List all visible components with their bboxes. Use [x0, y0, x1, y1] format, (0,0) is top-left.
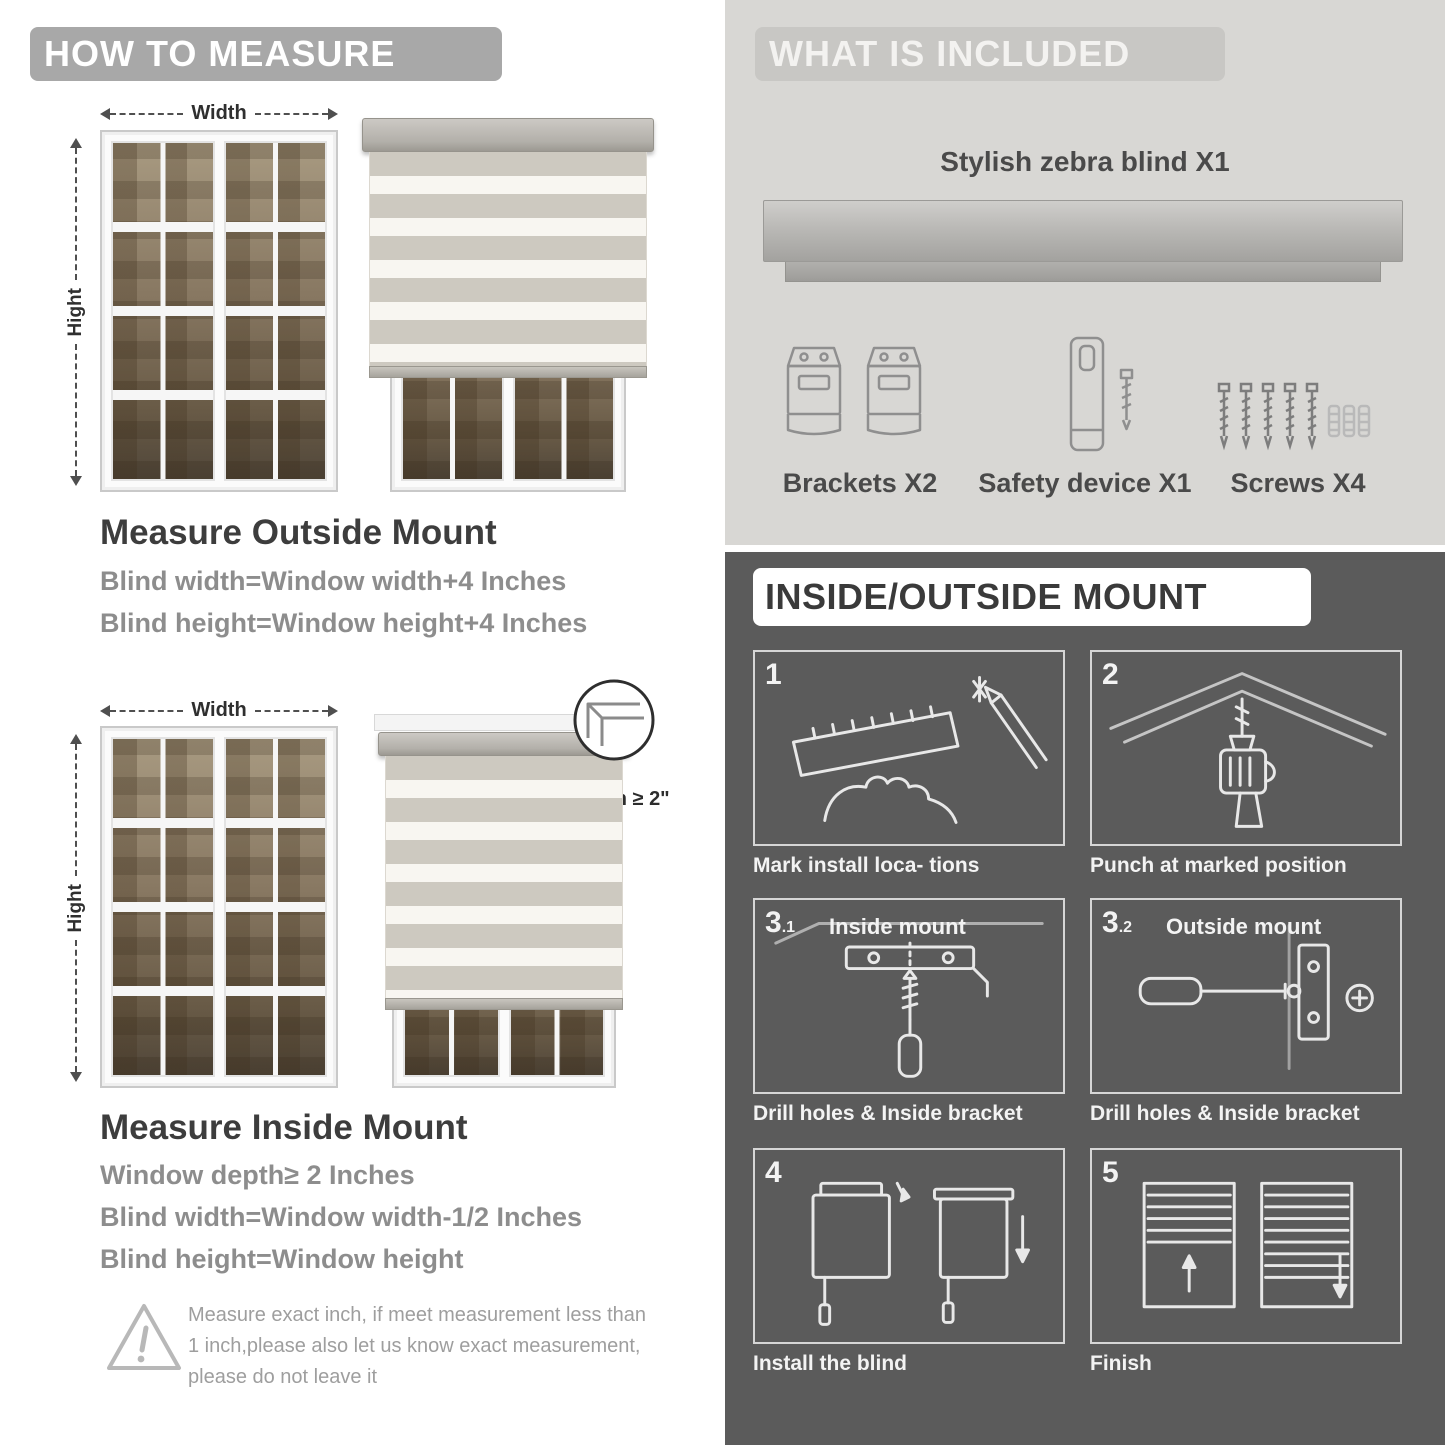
brackets-label: Brackets X2: [782, 468, 938, 498]
step-number: 5: [1102, 1156, 1119, 1189]
step-2-panel: 2: [1090, 650, 1402, 846]
what-is-included-header: WHAT IS INCLUDED: [755, 27, 1225, 81]
screws-icon: [1217, 382, 1371, 448]
arrow-right-icon: [328, 107, 339, 120]
drill-illustration: [1109, 672, 1387, 828]
zebra-blind-illustration-inside: [378, 732, 630, 1010]
step-1-caption: Mark install loca- tions: [753, 854, 980, 877]
outside-formula-width: Blind width=Window width+4 Inches: [100, 566, 567, 596]
window-muntins: [225, 143, 325, 479]
depth-callout-circle-icon: [573, 679, 655, 761]
mount-section-background: [725, 552, 1445, 1445]
step-4-caption: Install the blind: [753, 1352, 908, 1375]
height-arrow-inside: Hight: [64, 734, 88, 1083]
step-3-1: 3.1 Inside mount Drill holes & Inside br…: [753, 898, 1065, 1126]
step-3-2-caption: Drill holes & Inside bracket: [1090, 1102, 1360, 1125]
headrail-illustration: [763, 200, 1403, 262]
step-1: 1 Mark install loca- tions: [753, 650, 1065, 878]
blind-bottomrail: [385, 998, 623, 1010]
step-number: 3: [1102, 906, 1119, 939]
step-number: 4: [765, 1156, 782, 1189]
width-label: Width: [191, 699, 247, 721]
blind-fabric: [369, 152, 647, 366]
width-arrow-outside: Width: [100, 102, 339, 125]
window-casement: [111, 141, 215, 481]
warning-icon: [107, 1304, 181, 1370]
product-name: Stylish zebra blind X1: [940, 146, 1230, 177]
warning-text: Measure exact inch, if meet measurement …: [188, 1304, 646, 1388]
safety-device-icon: [1069, 336, 1134, 452]
window-muntins: [113, 143, 213, 479]
step-3-1-panel: 3.1 Inside mount: [753, 898, 1065, 1094]
step-number: 1: [765, 658, 782, 691]
how-to-measure-header: HOW TO MEASURE: [30, 27, 502, 81]
zebra-blind-illustration-outside: [362, 118, 654, 378]
step-5-caption: Finish: [1090, 1352, 1152, 1375]
blind-fabric: [385, 756, 623, 998]
step-4-panel: 4: [753, 1148, 1065, 1344]
arrow-down-icon: [70, 476, 82, 487]
step-number: 3: [765, 906, 782, 939]
step-2: 2 Punch at marked position: [1090, 650, 1402, 878]
arrow-right-icon: [328, 704, 339, 717]
step-1-panel: 1: [753, 650, 1065, 846]
step-number: 2: [1102, 658, 1119, 691]
step-5: 5 Finish: [1090, 1148, 1402, 1376]
step-3-1-title: Inside mount: [829, 914, 966, 939]
inside-formula-height: Blind height=Window height: [100, 1244, 464, 1274]
brackets-icon: [786, 346, 922, 436]
outside-bracket-illustration: [1138, 924, 1374, 1070]
outside-formula-height: Blind height=Window height+4 Inches: [100, 608, 588, 638]
height-label: Hight: [65, 287, 86, 337]
step-4: 4 Install the blind: [753, 1148, 1065, 1376]
step-2-caption: Punch at marked position: [1090, 854, 1347, 877]
arrow-up-icon: [70, 734, 82, 744]
blind-bottomrail: [369, 366, 647, 378]
step-3-2-panel: 3.2 Outside mount: [1090, 898, 1402, 1094]
safety-device-label: Safety device X1: [978, 468, 1192, 498]
height-label: Hight: [65, 883, 86, 933]
step-5-panel: 5: [1090, 1148, 1402, 1344]
window-illustration-outside: [100, 130, 338, 492]
window-illustration-inside: [100, 726, 338, 1088]
headrail-lip: [785, 262, 1381, 282]
inside-formula-width: Blind width=Window width-1/2 Inches: [100, 1202, 583, 1232]
inside-outside-mount-header: INSIDE/OUTSIDE MOUNT: [753, 568, 1311, 626]
step-3-2: 3.2 Outside mount Drill holes & Inside b…: [1090, 898, 1402, 1126]
finish-illustration: [1142, 1181, 1354, 1309]
inside-bracket-illustration: [774, 922, 1044, 1078]
arrow-left-icon: [100, 107, 110, 120]
arrow-left-icon: [100, 704, 110, 717]
mark-location-illustration: [791, 676, 1048, 824]
install-blind-illustration: [811, 1181, 1030, 1326]
width-label: Width: [191, 102, 247, 124]
window-casement: [223, 141, 327, 481]
width-arrow-inside: Width: [100, 699, 339, 722]
screws-label: Screws X4: [1230, 468, 1366, 498]
arrow-up-icon: [70, 138, 82, 148]
blind-headrail: [362, 118, 654, 152]
inside-formula-depth: Window depth≥ 2 Inches: [100, 1160, 415, 1190]
step-3-2-title: Outside mount: [1166, 914, 1322, 939]
height-arrow-outside: Hight: [64, 138, 88, 487]
inside-mount-title: Measure Inside Mount: [100, 1108, 468, 1147]
arrow-down-icon: [70, 1072, 82, 1083]
outside-mount-title: Measure Outside Mount: [100, 513, 497, 552]
step-3-1-caption: Drill holes & Inside bracket: [753, 1102, 1023, 1125]
